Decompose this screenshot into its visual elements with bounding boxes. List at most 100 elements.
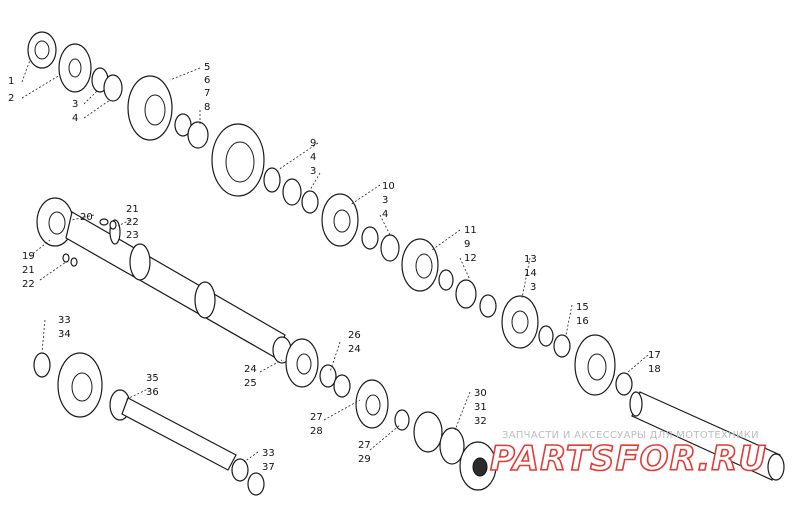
callout-11: 11 <box>464 225 477 236</box>
washer-7 <box>187 121 209 149</box>
callout-14: 14 <box>524 268 537 279</box>
gear-13 <box>501 295 539 349</box>
callout-32: 32 <box>474 416 487 427</box>
callout-4c: 4 <box>382 209 388 220</box>
callout-21b: 21 <box>22 265 35 276</box>
callout-3b: 3 <box>310 166 316 177</box>
washer-3b <box>301 190 319 214</box>
callout-9b: 9 <box>464 239 470 250</box>
callout-3c: 3 <box>382 195 388 206</box>
washer-3c <box>361 226 379 250</box>
gear-11 <box>401 238 439 292</box>
spline-washer-12 <box>455 279 477 309</box>
spline-section-b <box>129 243 151 281</box>
washer-27 <box>394 409 410 431</box>
reverse-shaft-parts <box>33 352 265 496</box>
pin-21b <box>62 253 70 263</box>
washer-17 <box>615 372 633 396</box>
gear-5 <box>127 75 173 141</box>
ball-22b <box>70 257 78 267</box>
callout-28: 28 <box>310 426 323 437</box>
callout-7: 7 <box>204 88 210 99</box>
gear-28 <box>355 379 389 429</box>
callout-6: 6 <box>204 75 210 86</box>
callout-3d: 3 <box>530 282 536 293</box>
washer-4b <box>282 178 302 206</box>
callout-30: 30 <box>474 388 487 399</box>
flange-2 <box>58 43 92 93</box>
shaft-23 <box>65 211 286 359</box>
callout-27b: 27 <box>358 440 371 451</box>
callout-34: 34 <box>58 329 71 340</box>
callout-24b: 24 <box>244 364 257 375</box>
callout-37: 37 <box>262 462 275 473</box>
callout-31: 31 <box>474 402 487 413</box>
gear-29 <box>413 411 443 453</box>
gear-34 <box>57 352 103 418</box>
callout-22: 22 <box>126 217 139 228</box>
callout-27: 27 <box>310 412 323 423</box>
callout-26: 26 <box>348 330 361 341</box>
callout-12: 12 <box>464 253 477 264</box>
callout-4b: 4 <box>310 152 316 163</box>
ball-22a <box>109 220 117 230</box>
callout-22b: 22 <box>22 279 35 290</box>
washer-26 <box>333 374 351 398</box>
callout-33b: 33 <box>262 448 275 459</box>
washer-4 <box>103 74 123 102</box>
callout-17: 17 <box>648 350 661 361</box>
leader-lines <box>21 59 649 463</box>
ring-37 <box>247 472 265 496</box>
callout-1: 1 <box>8 76 14 87</box>
callout-35: 35 <box>146 373 159 384</box>
watermark: ЗАПЧАСТИ И АКСЕССУАРЫ ДЛЯ МОТОТЕХНИКИ PA… <box>489 430 767 480</box>
callout-4: 4 <box>72 113 78 124</box>
washer-9 <box>263 167 281 193</box>
callout-15: 15 <box>576 302 589 313</box>
callout-21: 21 <box>126 204 139 215</box>
callout-23: 23 <box>126 230 139 241</box>
callout-2: 2 <box>8 93 14 104</box>
gear-8 <box>211 123 265 197</box>
gear-10 <box>321 193 359 247</box>
callout-8: 8 <box>204 102 210 113</box>
callout-20: 20 <box>80 212 93 223</box>
upper-shaft-parts <box>27 31 785 481</box>
callout-24: 24 <box>348 344 361 355</box>
spline-section-c <box>194 281 216 319</box>
gear-25 <box>285 338 319 388</box>
callout-16: 16 <box>576 316 589 327</box>
callout-36: 36 <box>146 387 159 398</box>
washer-24b <box>319 364 337 388</box>
washer-33b <box>231 458 249 482</box>
callout-25: 25 <box>244 378 257 389</box>
gear-16 <box>574 334 616 396</box>
watermark-brand-right: FOR.RU <box>615 439 767 479</box>
watermark-tagline: ЗАПЧАСТИ И АКСЕССУАРЫ ДЛЯ МОТОТЕХНИКИ <box>502 430 759 441</box>
bushing-9 <box>438 269 454 291</box>
washer-15 <box>553 334 571 358</box>
shaft-36 <box>121 397 237 471</box>
callout-19: 19 <box>22 251 35 262</box>
gear-31 <box>439 427 465 465</box>
watermark-brand-left: PARTS <box>490 439 615 479</box>
callout-5: 5 <box>204 62 210 73</box>
callout-18: 18 <box>648 364 661 375</box>
washer-3d <box>538 325 554 347</box>
callout-3: 3 <box>72 99 78 110</box>
washer-33 <box>33 352 51 378</box>
callout-labels: 1 2 3 4 5 6 7 8 9 4 3 10 3 4 11 9 12 13 … <box>8 62 661 473</box>
washer-12b <box>479 294 497 318</box>
callout-33: 33 <box>58 315 71 326</box>
callout-13: 13 <box>524 254 537 265</box>
callout-29: 29 <box>358 454 371 465</box>
bearing-1 <box>27 31 57 69</box>
washer-4c <box>380 234 400 262</box>
shaft-18-end <box>767 453 785 481</box>
callout-9: 9 <box>310 138 316 149</box>
watermark-brand: PARTSFOR.RU <box>490 439 767 479</box>
main-shaft-parts <box>36 197 497 491</box>
callout-10: 10 <box>382 181 395 192</box>
